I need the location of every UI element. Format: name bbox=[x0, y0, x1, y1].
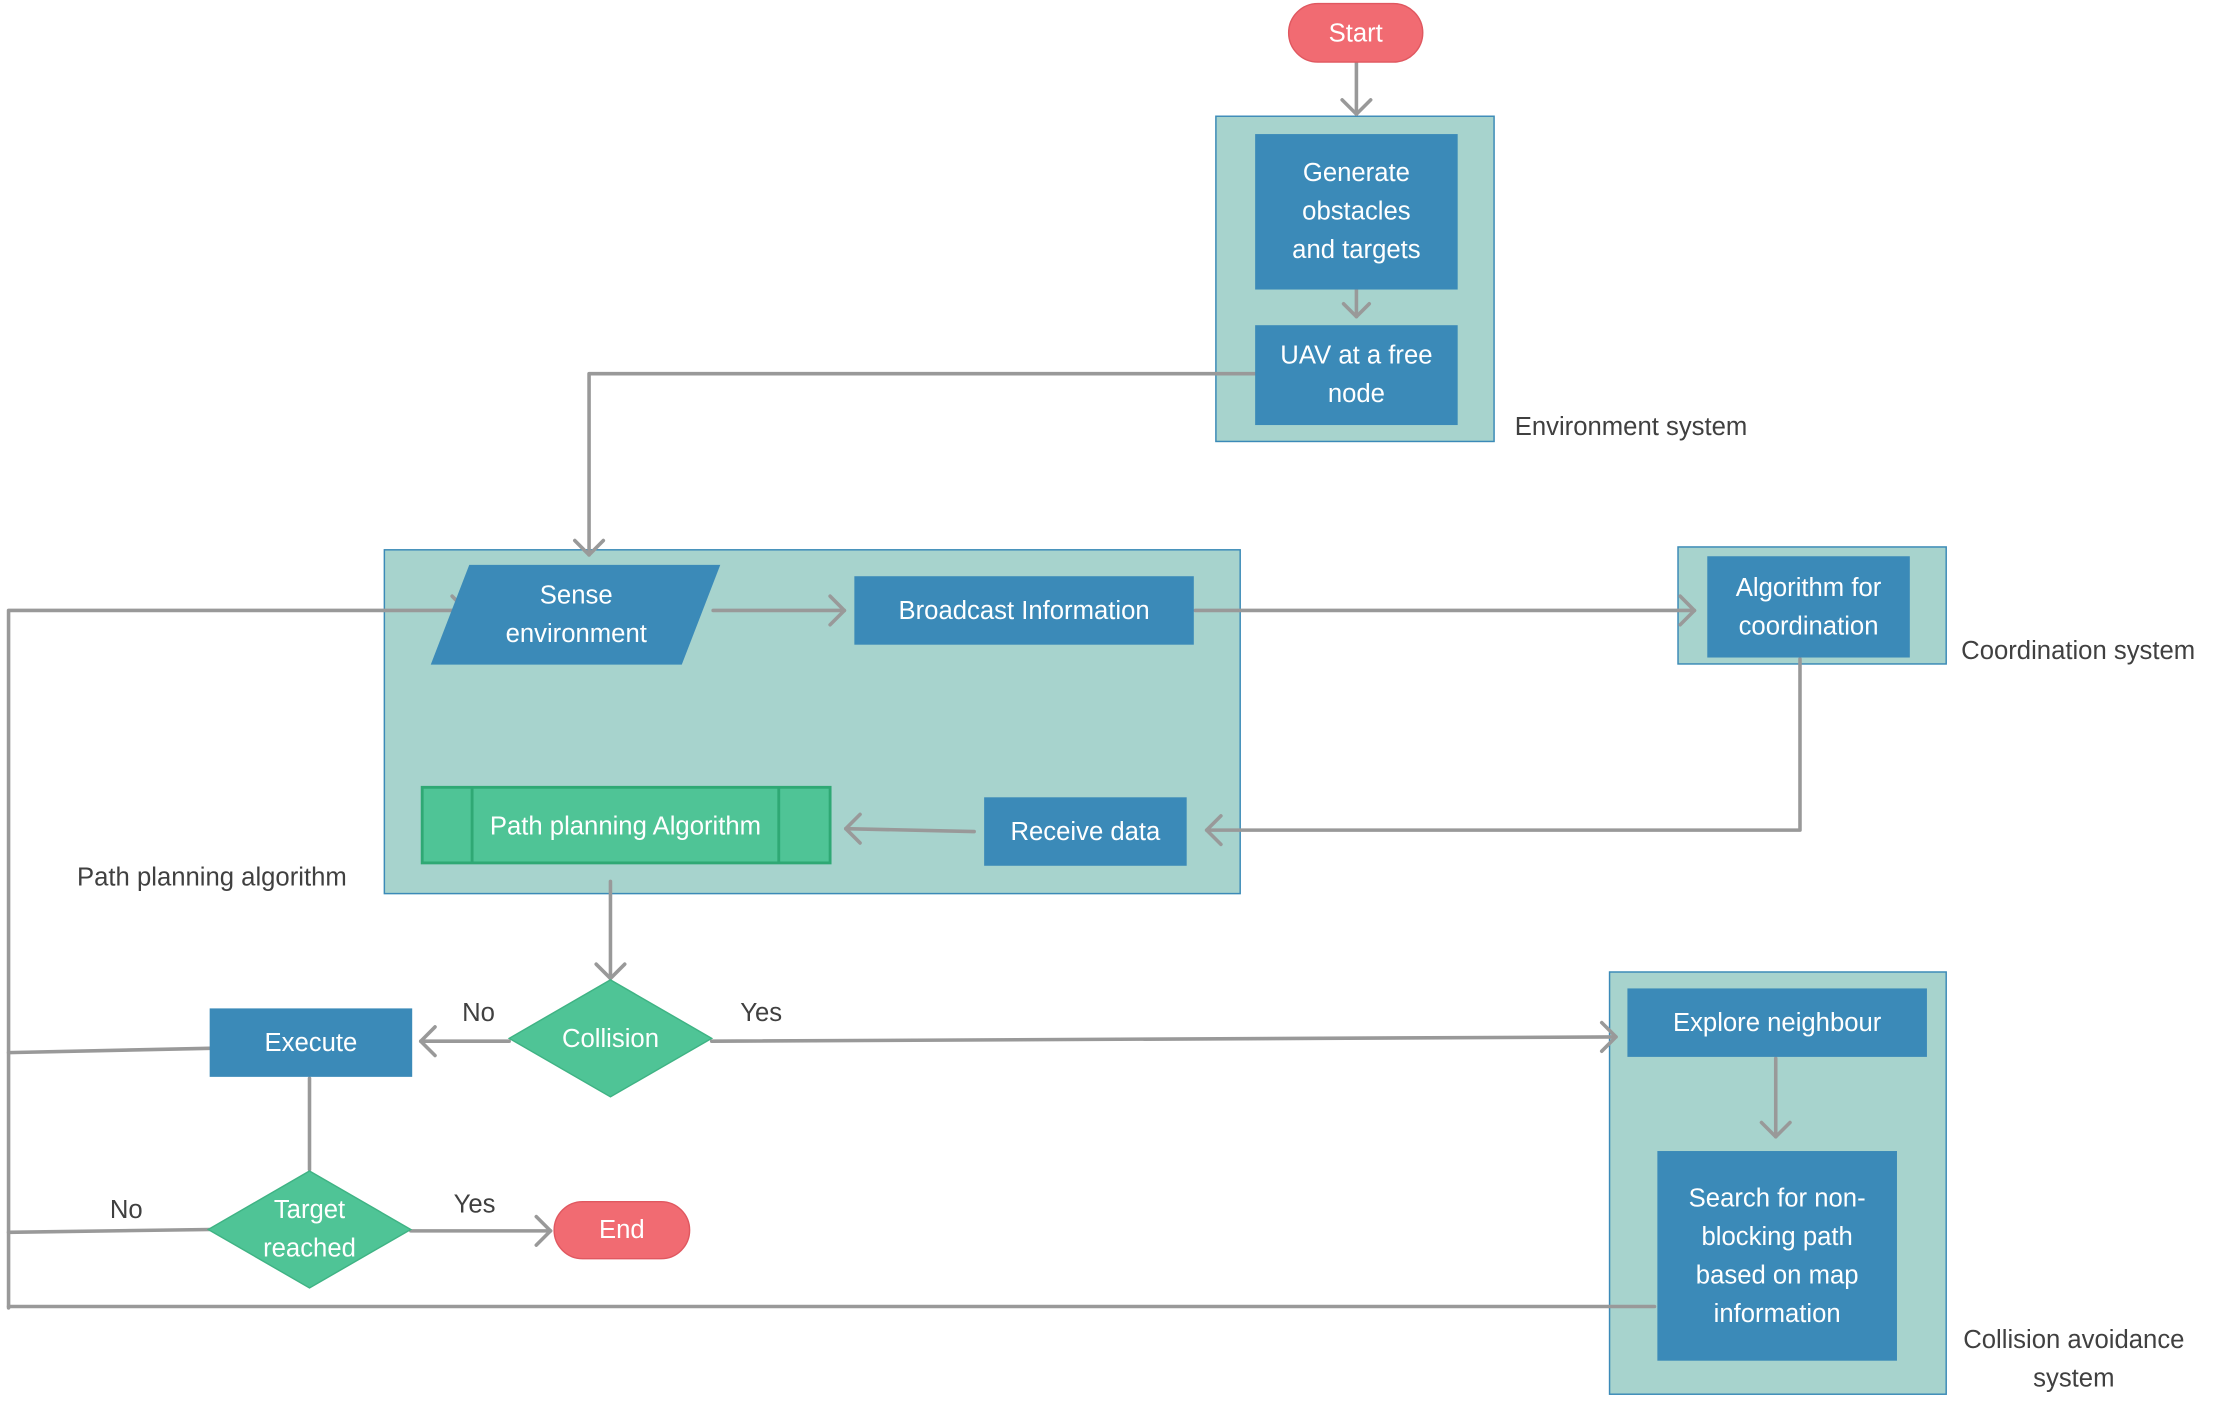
explore-neighbour-node: Explore neighbour bbox=[1627, 988, 1927, 1057]
arrowhead-uav-sense bbox=[573, 538, 606, 557]
target-no-label: No bbox=[109, 1195, 143, 1224]
broadcast-information-node: Broadcast Information bbox=[854, 576, 1194, 645]
generate-obstacles-node: Generate obstacles and targets bbox=[1255, 134, 1458, 290]
receive-data-node: Receive data bbox=[984, 797, 1187, 866]
end-terminal: End bbox=[553, 1200, 691, 1260]
sense-environment-text: Sense environment bbox=[505, 580, 647, 648]
path-planning-algorithm-text: Path planning Algorithm bbox=[489, 810, 762, 840]
arrowhead-collision-explore bbox=[1599, 1020, 1618, 1053]
collision-yes-label: Yes bbox=[740, 998, 783, 1027]
path-planning-rect bbox=[420, 785, 832, 865]
collision-avoidance-system-label: Collision avoidance system bbox=[1963, 1325, 2185, 1393]
connector-uav-sense bbox=[587, 371, 1257, 557]
arrowhead-explore-search bbox=[1759, 1120, 1792, 1139]
collision-text: Collision bbox=[561, 1023, 659, 1052]
connector-target-loop bbox=[6, 1227, 212, 1235]
arrowhead-generate-uav bbox=[1341, 302, 1372, 319]
arrowhead-target-end bbox=[534, 1214, 553, 1247]
start-terminal: Start bbox=[1287, 2, 1424, 63]
uav-free-node: UAV at a free node bbox=[1255, 325, 1458, 426]
arrowhead-pathplanning-collision bbox=[594, 962, 627, 981]
path-planning-system-label: Path planning algorithm bbox=[77, 862, 347, 892]
coordination-system-label: Coordination system bbox=[1961, 636, 2196, 665]
sense-parallelogram bbox=[430, 564, 721, 665]
connector-loop-bus bbox=[6, 608, 469, 1310]
collision-no-label: No bbox=[462, 998, 495, 1027]
search-path-node: Search for non-blocking path based on ma… bbox=[1657, 1151, 1897, 1361]
connector-receive-pathplanning bbox=[844, 826, 976, 834]
target-yes-label: Yes bbox=[453, 1189, 496, 1219]
connector-collision-explore bbox=[709, 1035, 1618, 1043]
collision-diamond bbox=[507, 979, 714, 1098]
arrowhead-start-generate bbox=[1340, 98, 1373, 116]
arrowhead-broadcast-coordination bbox=[1678, 594, 1697, 627]
arrowhead-collision-execute bbox=[418, 1025, 437, 1058]
execute-node: Execute bbox=[209, 1008, 413, 1077]
target-diamond bbox=[206, 1170, 413, 1289]
arrowhead-coordination-receive bbox=[1204, 814, 1223, 847]
target-reached-text: Target reached bbox=[263, 1195, 356, 1263]
arrowhead-sense-broadcast bbox=[828, 594, 847, 627]
connector-coordination-receive bbox=[1204, 657, 1802, 832]
arrowhead-receive-pathplanning bbox=[844, 812, 862, 845]
coordination-algorithm-node: Algorithm for coordination bbox=[1707, 556, 1910, 658]
environment-system-label: Environment system bbox=[1514, 412, 1748, 441]
connector-execute-loop bbox=[6, 1046, 212, 1055]
